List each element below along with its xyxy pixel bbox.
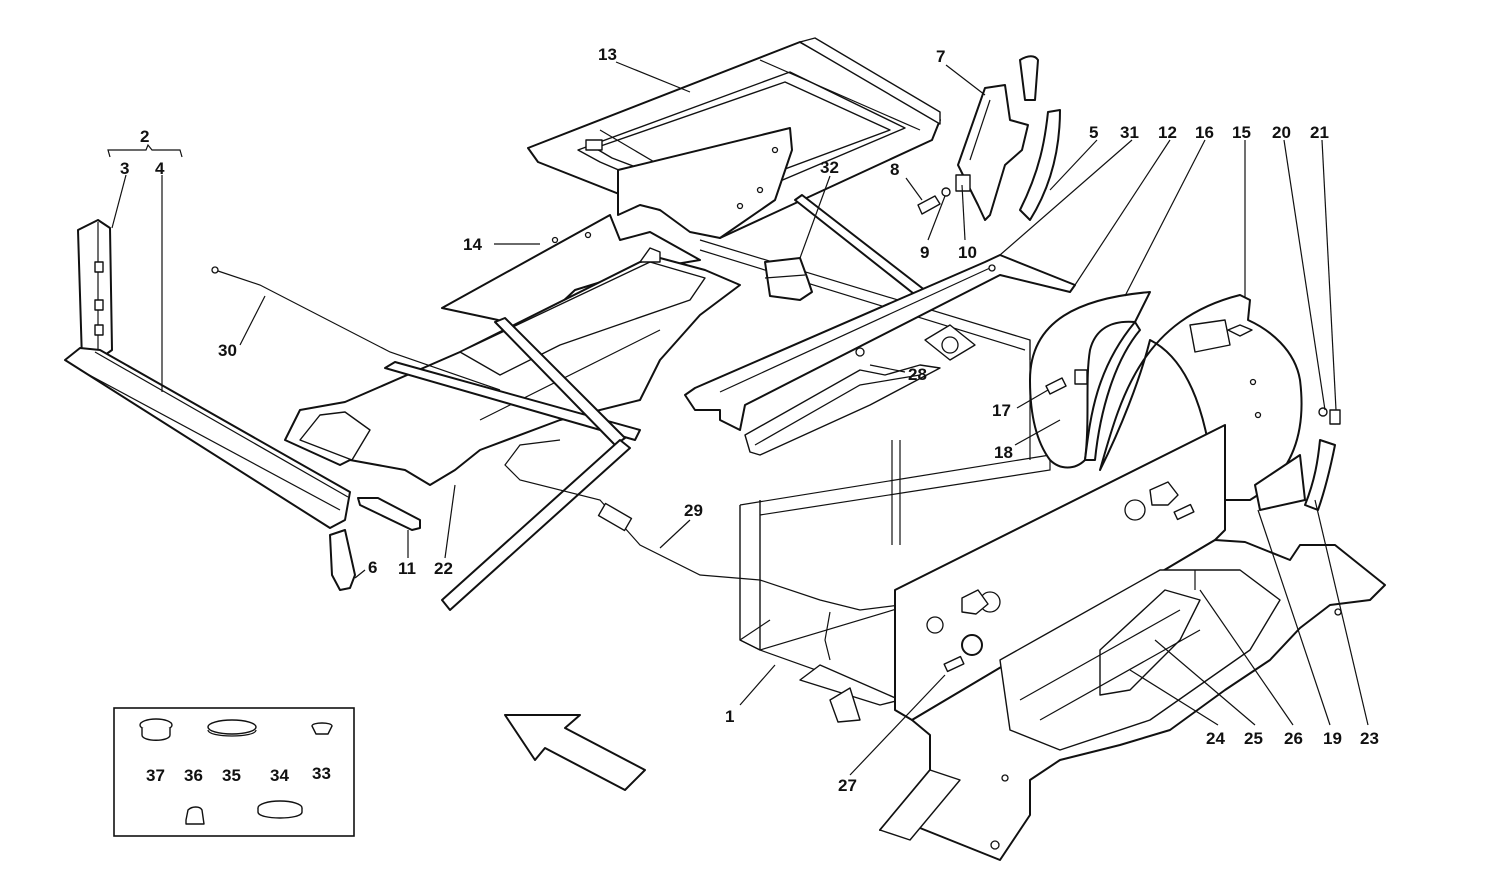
callout-8: 8 — [890, 160, 899, 179]
part-32-bracket — [764, 257, 813, 301]
callout-30: 30 — [218, 341, 237, 360]
callout-10: 10 — [958, 243, 977, 262]
callout-13: 13 — [598, 45, 617, 64]
leader-lines — [107, 61, 1369, 776]
callout-6: 6 — [368, 558, 377, 577]
callout-2: 2 — [140, 127, 149, 146]
callout-12: 12 — [1158, 123, 1177, 142]
callout-29: 29 — [684, 501, 703, 520]
callout-18: 18 — [994, 443, 1013, 462]
callout-17: 17 — [992, 401, 1011, 420]
part-33-plug — [311, 722, 333, 735]
part-29-cable — [504, 439, 901, 661]
callout-9: 9 — [920, 243, 929, 262]
callout-33: 33 — [312, 764, 331, 783]
callout-35: 35 — [222, 766, 241, 785]
strut-diagonal — [384, 194, 936, 611]
part-7-plate — [957, 84, 1029, 221]
callout-25: 25 — [1244, 729, 1263, 748]
part-19-plate — [1254, 454, 1306, 511]
part-36-plug — [185, 806, 205, 825]
part-4-sill — [64, 347, 351, 529]
part-28-bracket — [744, 364, 941, 456]
callout-23: 23 — [1360, 729, 1379, 748]
part-35-plug — [207, 719, 257, 737]
callout-16: 16 — [1195, 123, 1214, 142]
callout-24: 24 — [1206, 729, 1225, 748]
part-8-bolt — [917, 195, 941, 215]
callout-14: 14 — [463, 235, 482, 254]
part-30-cable — [211, 266, 501, 391]
callout-3: 3 — [120, 159, 129, 178]
callout-31: 31 — [1120, 123, 1139, 142]
callout-11: 11 — [398, 559, 416, 578]
callout-1: 1 — [725, 707, 734, 726]
part-9-washer — [941, 187, 951, 197]
part-18-nut — [1074, 369, 1088, 385]
callout-22: 22 — [434, 559, 453, 578]
part-11-bracket — [357, 497, 421, 531]
callout-26: 26 — [1284, 729, 1303, 748]
callout-15: 15 — [1232, 123, 1251, 142]
callout-5: 5 — [1089, 123, 1098, 142]
part-21-clip — [1329, 409, 1341, 425]
part-3-pillar — [77, 219, 113, 363]
callout-4: 4 — [155, 159, 165, 178]
callout-37: 37 — [146, 766, 165, 785]
part-15-wheelhouse — [1099, 294, 1303, 501]
part-37-plug — [139, 718, 173, 741]
callout-28: 28 — [908, 365, 927, 384]
callout-21: 21 — [1310, 123, 1329, 142]
part-5-seal — [1019, 55, 1061, 221]
part-34-plug — [257, 800, 303, 819]
part-20-clip — [1318, 407, 1328, 417]
callout-27: 27 — [838, 776, 857, 795]
part-10-bracket — [955, 174, 971, 192]
callout-7: 7 — [936, 47, 945, 66]
callout-labels: 2 3 4 13 7 5 31 12 16 15 20 21 8 32 9 10… — [120, 45, 1379, 795]
part-23-seal — [1304, 439, 1336, 511]
callout-20: 20 — [1272, 123, 1291, 142]
callout-36: 36 — [184, 766, 203, 785]
callout-32: 32 — [820, 158, 839, 177]
part-17-bolt — [1045, 377, 1067, 395]
part-1-chassis-frame — [699, 239, 1061, 723]
callout-34: 34 — [270, 766, 289, 785]
part-16-wheelhouse — [1029, 291, 1151, 469]
part-6-bracket — [329, 529, 356, 591]
front-direction-arrow — [504, 714, 646, 791]
part-12-cross-member — [684, 254, 1076, 431]
callout-19: 19 — [1323, 729, 1342, 748]
inset-plugs-box — [113, 707, 355, 837]
part-24-floor-pan — [879, 539, 1386, 861]
